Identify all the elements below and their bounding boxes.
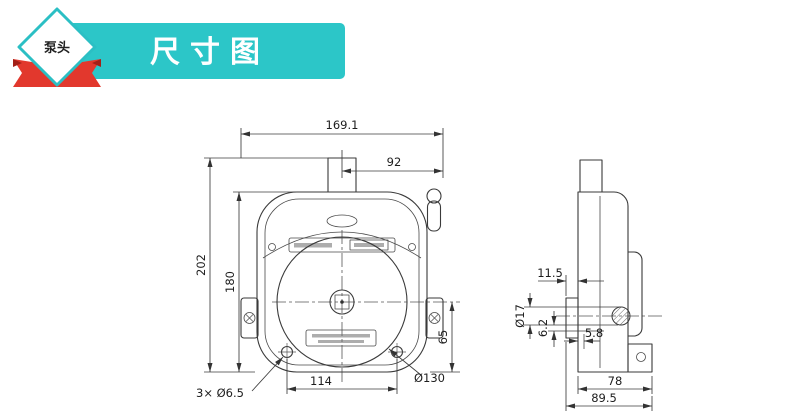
dim-hole-spacing: 114 (286, 359, 398, 394)
side-dimensions: 11.5 Ø17 6.2 5.8 78 (513, 266, 653, 411)
lower-nameplate-text2 (318, 340, 364, 343)
dim-mount-holes: 3× Ø6.5 (196, 356, 284, 400)
svg-text:Ø17: Ø17 (513, 304, 527, 328)
side-view-drawing (556, 159, 664, 373)
pump-body-inner-outline (264, 198, 420, 366)
svg-text:6.2: 6.2 (536, 319, 550, 337)
header: 尺寸图 泵头 (13, 7, 345, 87)
lower-nameplate (305, 329, 377, 347)
left-clamp (240, 297, 259, 339)
shaft-circle (329, 289, 355, 315)
model-label-box (349, 239, 389, 251)
dim-rotor-diameter: Ø130 (388, 348, 445, 385)
svg-text:11.5: 11.5 (537, 266, 563, 280)
pump-body-outline (256, 191, 428, 373)
front-dimensions: 169.1 92 202 180 65 114 (194, 118, 460, 400)
upper-nameplate (288, 237, 396, 253)
dim-total-depth: 89.5 (565, 342, 653, 411)
cover-screw-right (408, 243, 416, 251)
top-cover-arc (262, 231, 422, 259)
side-body-outline (577, 191, 629, 373)
dim-port-diameter: Ø17 (513, 293, 620, 339)
title-banner (62, 23, 345, 79)
side-housing-bump (628, 251, 643, 337)
dim-upper-width: 92 (341, 150, 443, 178)
side-foot (627, 343, 653, 373)
svg-text:3× Ø6.5: 3× Ø6.5 (196, 386, 244, 400)
nameplate-text-block (294, 243, 332, 248)
badge-label: 泵头 (44, 40, 70, 56)
shaft-square (334, 294, 350, 310)
svg-text:78: 78 (608, 374, 623, 388)
mounting-hole-left (278, 343, 296, 361)
lower-nameplate-text1 (312, 334, 370, 338)
svg-text:180: 180 (223, 271, 237, 293)
front-view-drawing (240, 157, 460, 382)
dim-body-depth: 78 (577, 374, 653, 394)
dim-plate-step: 5.8 (564, 326, 603, 344)
side-foot-hole (636, 352, 646, 362)
dim-port-inner: 6.2 (536, 311, 604, 347)
svg-text:65: 65 (436, 330, 450, 345)
side-top-tab (579, 159, 603, 193)
shaft-center-dot (340, 300, 344, 304)
svg-text:114: 114 (310, 374, 332, 388)
svg-text:89.5: 89.5 (591, 391, 617, 405)
dim-center-height: 65 (430, 302, 460, 373)
model-text-block (354, 243, 384, 247)
dim-total-width: 169.1 (240, 118, 444, 178)
right-clamp (425, 297, 444, 339)
diamond-badge: 泵头 (17, 7, 97, 87)
dim-total-height: 202 (194, 157, 330, 373)
side-port-circle (611, 306, 631, 326)
logo-oval (326, 214, 358, 228)
rotor-housing-circle (276, 236, 408, 368)
cover-screw-left (268, 243, 276, 251)
svg-text:169.1: 169.1 (326, 118, 359, 132)
svg-text:202: 202 (194, 254, 208, 276)
svg-text:92: 92 (387, 155, 402, 169)
crank-handle (426, 188, 442, 232)
side-clamp (565, 297, 579, 339)
dim-clamp-offset: 11.5 (537, 266, 604, 296)
dim-body-height: 180 (223, 191, 296, 372)
page-title: 尺寸图 (150, 35, 270, 70)
svg-text:Ø130: Ø130 (414, 371, 445, 385)
svg-text:5.8: 5.8 (585, 326, 603, 340)
